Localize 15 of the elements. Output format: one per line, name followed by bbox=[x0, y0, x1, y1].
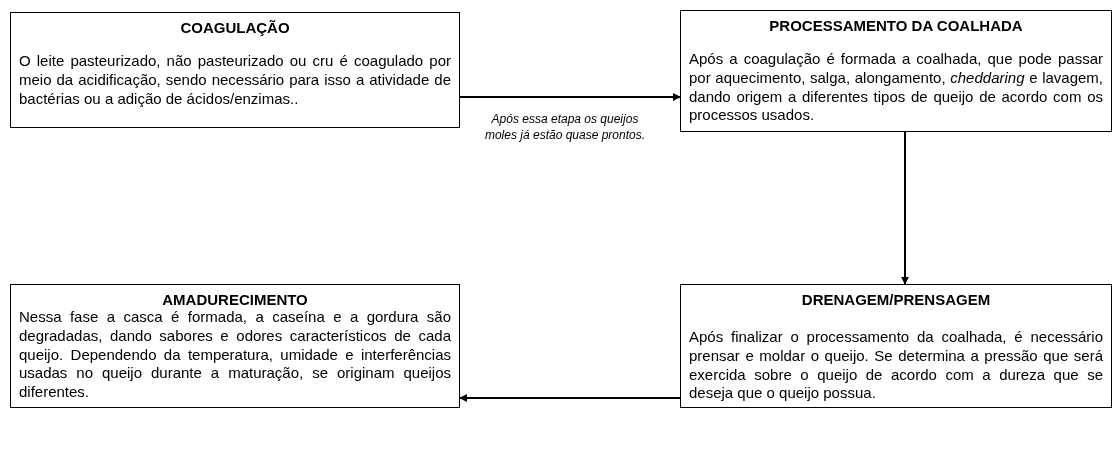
step-description: Após finalizar o processamento da coalhada, é necessário prensar e moldar o queijo. Se determina a pressão que será exercida sobre o queijo de acordo com a dureza que se deseja que o queijo possua. bbox=[689, 328, 1103, 403]
process-box bbox=[680, 284, 1112, 408]
arrow bbox=[459, 93, 681, 101]
step-description: Nessa fase a casca é formada, a caseína e a gordura são degradadas, dando sabores e odores característicos de cada queijo. Dependendo da temperatura, umidade e interferências usadas no queijo durante a maturação, se originam queijos diferentes. bbox=[19, 308, 451, 402]
step-title: AMADURECIMENTO bbox=[161, 291, 309, 308]
step-title: DRENAGEM/PRENSAGEM bbox=[800, 291, 992, 308]
step-title: COAGULAÇÃO bbox=[179, 19, 291, 36]
process-box bbox=[10, 12, 460, 128]
process-box bbox=[10, 284, 460, 408]
arrow bbox=[901, 131, 909, 285]
process-box bbox=[680, 10, 1112, 132]
arrow bbox=[459, 394, 681, 402]
step-title: PROCESSAMENTO DA COALHADA bbox=[768, 17, 1024, 34]
step-description: Após a coagulação é formada a coalhada, que pode passar por aquecimento, salga, alongamento, cheddaring e lavagem, dando origem a diferentes tipos de queijo de acordo com os processos usados. bbox=[689, 50, 1103, 125]
step-description: O leite pasteurizado, não pasteurizado ou cru é coagulado por meio da acidificação, sendo necessário para isso a atividade de bactérias ou a adição de ácidos/enzimas.. bbox=[19, 52, 451, 109]
